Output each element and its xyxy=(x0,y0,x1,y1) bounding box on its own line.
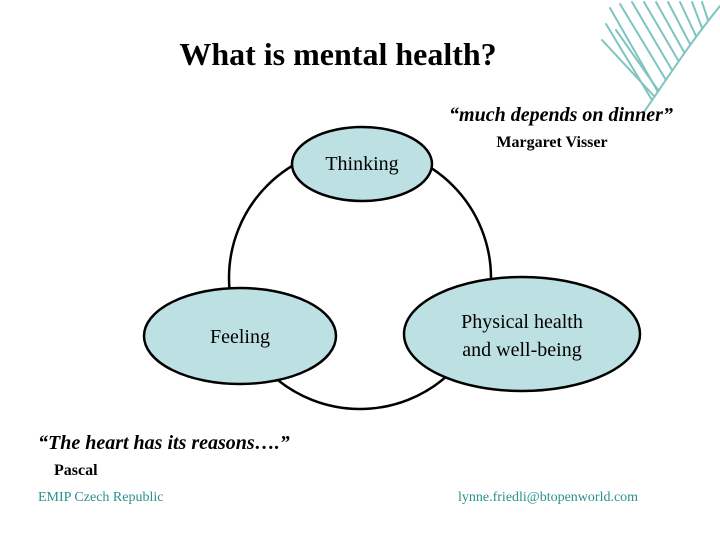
node-label-physical-line1: Physical health xyxy=(461,311,583,333)
quote-bottom: “The heart has its reasons….” xyxy=(38,432,290,454)
page-title: What is mental health? xyxy=(179,36,497,72)
node-label-physical-health: Physical health and well-being xyxy=(404,308,640,364)
quote-author-bottom: Pascal xyxy=(54,462,98,479)
node-thinking xyxy=(290,125,434,203)
footer-organization: EMIP Czech Republic xyxy=(38,490,164,505)
node-label-thinking: Thinking xyxy=(325,153,399,175)
node-label-physical-line2: and well-being xyxy=(462,339,582,361)
node-feeling xyxy=(142,286,338,386)
palm-leaf-icon xyxy=(601,1,720,112)
node-physical-health xyxy=(402,275,642,393)
quote-author-top: Margaret Visser xyxy=(496,134,608,151)
footer-email: lynne.friedli@btopenworld.com xyxy=(458,490,639,505)
node-label-feeling: Feeling xyxy=(210,326,270,348)
quote-top: “much depends on dinner” xyxy=(449,104,673,126)
